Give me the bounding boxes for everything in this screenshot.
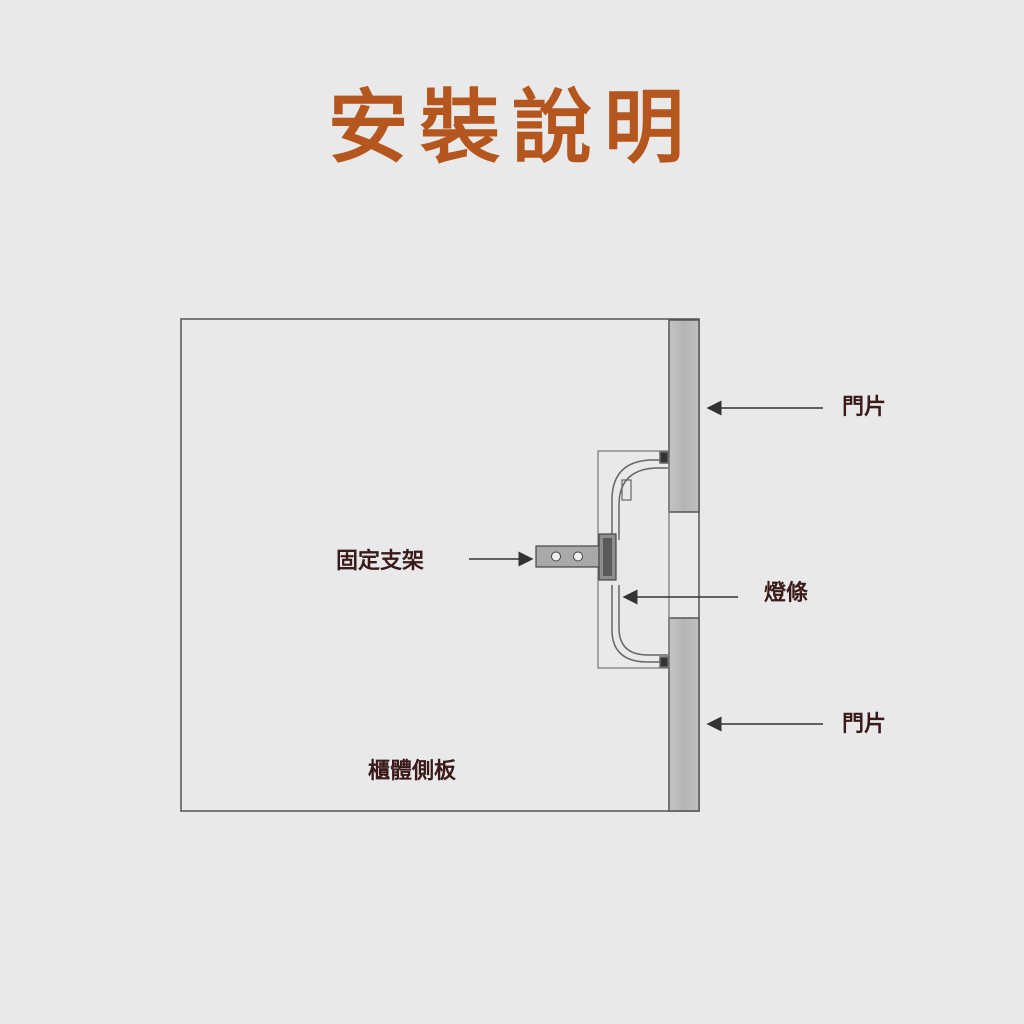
fixing-bracket xyxy=(535,533,617,581)
label-door-top: 門片 xyxy=(842,395,887,420)
label-light-strip: 燈條 xyxy=(764,581,809,606)
cabinet-side-panel xyxy=(180,318,700,812)
door-panel-bottom xyxy=(668,617,700,812)
door-panel-top xyxy=(668,319,700,513)
label-door-bottom: 門片 xyxy=(842,712,887,737)
light-strip-profile xyxy=(611,451,669,668)
page-title: 安裝說明 xyxy=(328,81,696,174)
label-cabinet-side: 櫃體側板 xyxy=(368,759,457,784)
label-fixing-bracket: 固定支架 xyxy=(336,549,425,574)
